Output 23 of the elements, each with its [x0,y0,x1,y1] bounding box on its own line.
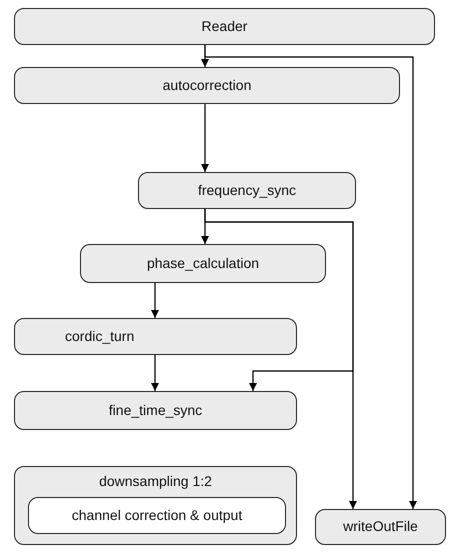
process-box [80,244,326,283]
process-box [14,67,400,104]
arrow [151,283,159,318]
process-box [28,497,286,534]
box-label: frequency_sync [198,182,296,200]
box-label: channel correction & output [72,506,242,524]
process-box [315,509,446,545]
process-box [14,318,297,355]
box-label: cordic_turn [65,328,134,346]
arrow [204,209,354,391]
group-box [14,466,297,545]
box-label: Reader [202,18,248,36]
arrow [151,355,159,391]
process-box [138,172,356,209]
box-label: autocorrection [162,76,252,94]
box-label: fine_time_sync [108,402,202,420]
box-label: phase_calculation [146,254,260,272]
arrow [201,104,209,172]
process-box [14,391,297,430]
arrow [204,45,417,509]
box-label: writeOutFile [343,518,418,536]
process-box [14,8,435,45]
box-label: downsampling 1:2 [99,473,212,490]
